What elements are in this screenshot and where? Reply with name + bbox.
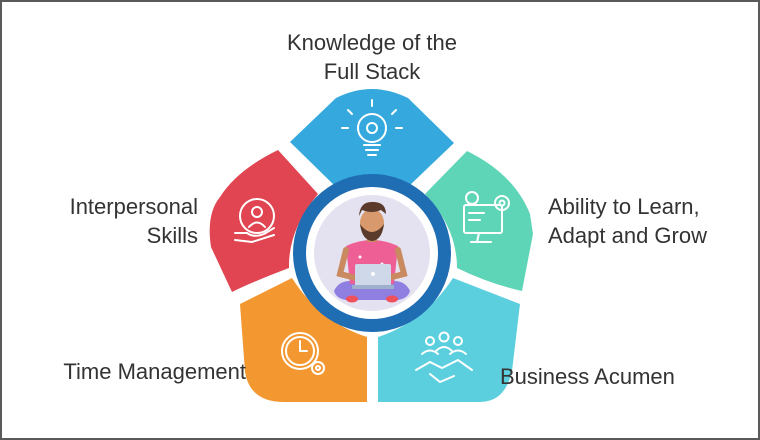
label-ability-to-learn: Ability to Learn, Adapt and Grow [548, 192, 748, 250]
label-business-acumen: Business Acumen [500, 362, 740, 391]
label-line: Time Management [63, 359, 246, 384]
label-line: Ability to Learn, [548, 194, 700, 219]
computer-learning-icon [463, 191, 510, 243]
segment-bottom-left [240, 278, 367, 402]
label-interpersonal-skills: Interpersonal Skills [22, 192, 198, 250]
label-line: Interpersonal [69, 194, 198, 219]
label-line: Knowledge of the [286, 30, 458, 55]
label-line: Skills [146, 223, 198, 248]
label-line: Business Acumen [500, 364, 675, 389]
hand-gear-person-icon [234, 198, 275, 244]
clock-gear-icon [281, 332, 325, 375]
label-line: Adapt and Grow [548, 223, 707, 248]
handshake-team-icon [415, 331, 473, 384]
label-time-management: Time Management [22, 357, 246, 386]
lightbulb-gear-icon [341, 99, 403, 156]
segment-bottom-right [378, 278, 520, 402]
segment-top [290, 89, 454, 186]
label-line: Full Stack [323, 59, 421, 84]
label-knowledge-full-stack: Knowledge of the Full Stack [202, 28, 542, 86]
developer-with-laptop-illustration [334, 201, 410, 303]
segment-left [209, 150, 318, 292]
